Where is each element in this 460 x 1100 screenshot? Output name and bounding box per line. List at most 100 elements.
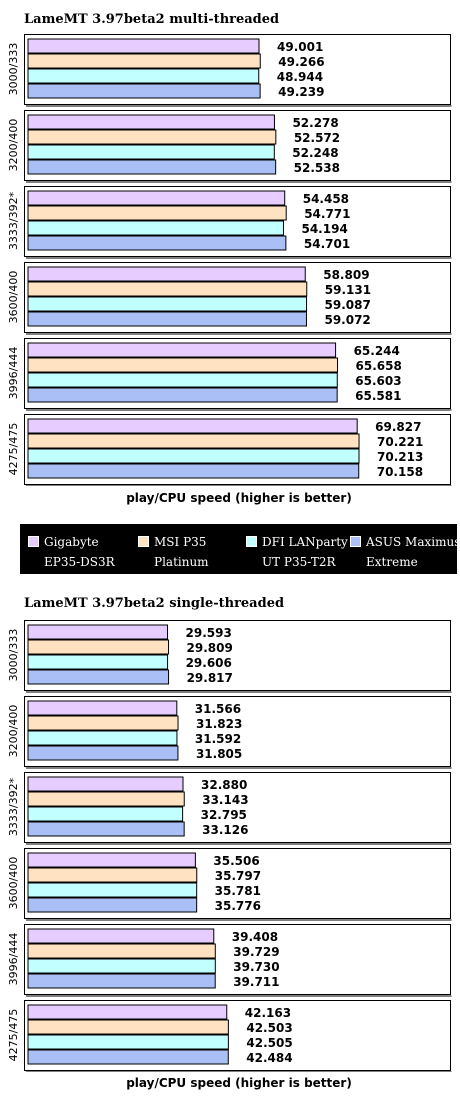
category-label: 3200/400	[7, 119, 20, 172]
bar	[27, 973, 216, 989]
bar	[27, 357, 339, 373]
bar	[27, 1049, 229, 1065]
data-label: 52.538	[294, 161, 340, 175]
legend-swatch	[350, 536, 361, 547]
category-label: 4275/475	[7, 1009, 20, 1062]
bar	[27, 776, 184, 792]
bar	[27, 1019, 229, 1035]
bar	[27, 928, 215, 944]
data-label: 31.592	[195, 732, 241, 746]
category-label: 3996/444	[7, 347, 20, 400]
data-label: 59.087	[325, 298, 371, 312]
bar	[27, 205, 287, 221]
bar	[27, 281, 308, 297]
data-label: 65.658	[356, 359, 402, 373]
bar	[27, 867, 198, 883]
bar	[27, 144, 275, 160]
data-label: 35.781	[215, 884, 261, 898]
data-label: 52.278	[292, 116, 338, 130]
data-label: 35.506	[213, 854, 259, 868]
data-label: 54.701	[304, 237, 350, 251]
data-label: 42.503	[246, 1021, 292, 1035]
bar	[27, 114, 275, 130]
bar	[27, 311, 307, 327]
bar	[27, 745, 179, 761]
data-label: 54.194	[301, 222, 347, 236]
bar	[27, 730, 178, 746]
data-label: 31.566	[195, 702, 241, 716]
data-label: 49.266	[278, 55, 324, 69]
bar	[27, 418, 358, 434]
category-label: 3200/400	[7, 705, 20, 758]
bar	[27, 190, 286, 206]
data-label: 59.131	[325, 283, 371, 297]
data-label: 35.797	[215, 869, 261, 883]
data-label: 48.944	[277, 70, 323, 84]
bar	[27, 342, 337, 358]
category-label: 3000/333	[7, 629, 20, 682]
x-axis-title: play/CPU speed (higher is better)	[126, 491, 352, 505]
category-label: 3000/333	[7, 43, 20, 96]
bar	[27, 433, 360, 449]
data-label: 70.158	[377, 465, 423, 479]
bar	[27, 806, 184, 822]
bar	[27, 68, 260, 84]
chart-title: LameMT 3.97beta2 single-threaded	[24, 596, 285, 611]
data-label: 42.484	[246, 1051, 292, 1065]
data-label: 42.163	[245, 1006, 291, 1020]
data-label: 52.572	[294, 131, 340, 145]
data-label: 39.711	[233, 975, 279, 989]
category-label: 4275/475	[7, 423, 20, 476]
data-label: 70.221	[377, 435, 423, 449]
data-label: 33.126	[202, 823, 248, 837]
category-label: 3600/400	[7, 857, 20, 910]
bar	[27, 639, 170, 655]
bar	[27, 296, 308, 312]
data-label: 29.809	[187, 641, 233, 655]
bar	[27, 1004, 228, 1020]
legend-swatch	[28, 536, 39, 547]
data-label: 52.248	[292, 146, 338, 160]
data-label: 32.880	[201, 778, 247, 792]
data-label: 29.593	[186, 626, 232, 640]
bar	[27, 53, 261, 69]
category-label: 3600/400	[7, 271, 20, 324]
bar	[27, 83, 261, 99]
data-label: 31.805	[196, 747, 242, 761]
x-axis-title: play/CPU speed (higher is better)	[126, 1076, 352, 1090]
bar	[27, 821, 185, 837]
bar	[27, 624, 169, 640]
legend-swatch	[246, 536, 257, 547]
bar	[27, 943, 216, 959]
data-label: 69.827	[375, 420, 421, 434]
bar	[27, 235, 287, 251]
bar	[27, 372, 338, 388]
bar	[27, 387, 338, 403]
bar	[27, 38, 260, 54]
chart-title: LameMT 3.97beta2 multi-threaded	[24, 12, 280, 27]
data-label: 65.244	[354, 344, 400, 358]
bar	[27, 791, 185, 807]
bar	[27, 669, 170, 685]
bar	[27, 448, 360, 464]
data-label: 39.730	[233, 960, 279, 974]
data-label: 54.458	[303, 192, 349, 206]
bar	[27, 958, 216, 974]
bar	[27, 852, 196, 868]
legend-swatch	[138, 536, 149, 547]
bar	[27, 882, 198, 898]
data-label: 42.505	[246, 1036, 292, 1050]
bar	[27, 159, 277, 175]
category-label: 3333/392*	[7, 191, 20, 250]
data-label: 49.001	[277, 40, 323, 54]
bar	[27, 266, 306, 282]
category-label: 3333/392*	[7, 777, 20, 836]
data-label: 70.213	[377, 450, 423, 464]
data-label: 65.581	[355, 389, 401, 403]
